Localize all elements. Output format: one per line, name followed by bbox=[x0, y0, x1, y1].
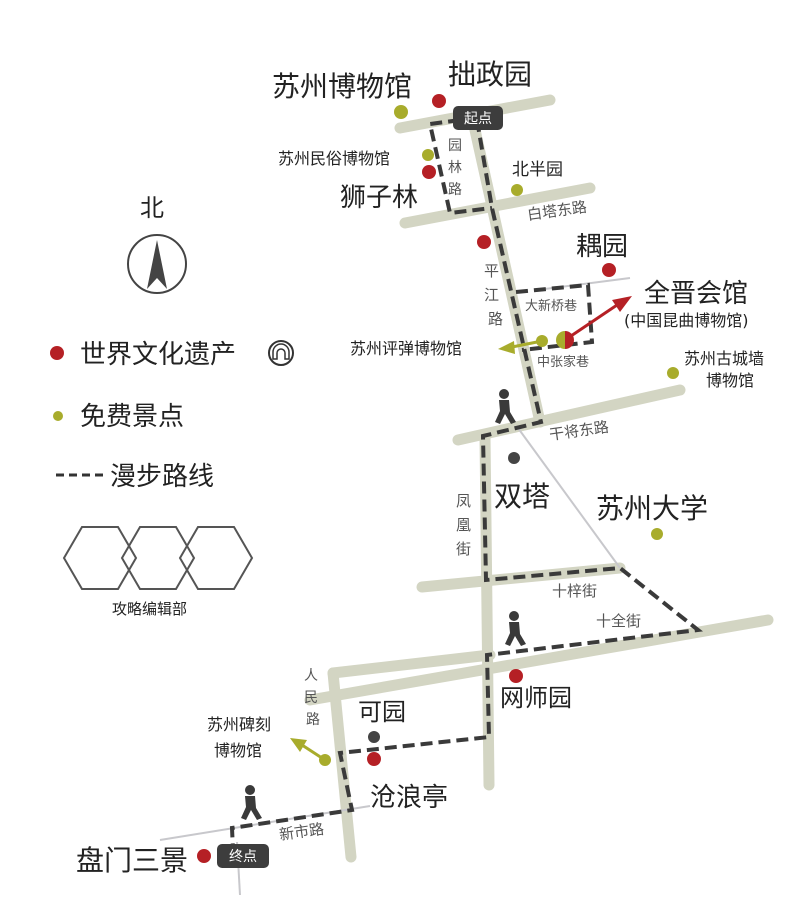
road-label-yuanlin-2: 林 bbox=[448, 160, 462, 176]
north-label: 北 bbox=[140, 194, 164, 222]
panmen-label: 盘门三景 bbox=[76, 844, 188, 877]
master-nets-garden-label: 网师园 bbox=[500, 684, 572, 712]
world-heritage-emblem-icon bbox=[268, 340, 294, 366]
pingtan-arrowhead-icon bbox=[498, 341, 515, 354]
pingjiang-heritage-dot[interactable] bbox=[477, 235, 491, 249]
hexagon-icon bbox=[120, 526, 196, 590]
beiban-garden-label: 北半园 bbox=[512, 160, 563, 180]
end-label: 终点 bbox=[229, 849, 257, 865]
ou-garden-label: 耦园 bbox=[576, 232, 628, 262]
route-main bbox=[229, 119, 704, 851]
road-label-fenghuang: 凤 bbox=[456, 492, 471, 510]
stele-museum-label-1: 苏州碑刻 bbox=[207, 715, 271, 734]
walker-icon bbox=[495, 389, 516, 424]
soochow-university-label: 苏州大学 bbox=[596, 492, 708, 525]
hexagon-icon bbox=[62, 526, 138, 590]
quanjin-guild-label: 全晋会馆 bbox=[644, 279, 748, 309]
ke-garden-label: 可园 bbox=[358, 698, 406, 726]
road-label-fenghuang-3: 街 bbox=[456, 540, 471, 558]
beiban-garden-dot[interactable] bbox=[511, 184, 523, 196]
place-labels: 苏州博物馆 拙政园 苏州民俗博物馆 狮子林 北半园 耦园 全晋会馆 (中国昆曲博… bbox=[76, 58, 764, 877]
credit-logo bbox=[62, 526, 254, 590]
end-badge[interactable]: 终点 bbox=[217, 844, 269, 868]
zhuozheng-garden-dot[interactable] bbox=[432, 94, 446, 108]
legend-heritage-label: 世界文化遗产 bbox=[80, 340, 236, 370]
pingtan-museum-dot[interactable] bbox=[536, 335, 548, 347]
lane-diagonal bbox=[517, 427, 621, 569]
lion-grove-label: 狮子林 bbox=[340, 183, 418, 213]
lane-ou bbox=[536, 277, 631, 291]
stele-museum-dot[interactable] bbox=[319, 754, 331, 766]
credit-label: 攻略编辑部 bbox=[112, 600, 187, 618]
city-wall-museum-dot[interactable] bbox=[667, 367, 679, 379]
legend-heritage-dot bbox=[50, 346, 64, 360]
road-label-shizi: 十梓街 bbox=[552, 582, 597, 600]
legend-free-dot bbox=[53, 411, 63, 421]
legend-route-label: 漫步路线 bbox=[110, 462, 214, 492]
canglang-pavilion-dot[interactable] bbox=[367, 752, 381, 766]
suzhou-museum-label: 苏州博物馆 bbox=[272, 70, 412, 103]
walker-icon bbox=[241, 785, 262, 820]
road-label-zhongzhangjia: 中张家巷 bbox=[537, 354, 589, 370]
canglang-pavilion-label: 沧浪亭 bbox=[370, 783, 448, 813]
road-label-pingjiang-2: 江 bbox=[484, 286, 499, 304]
start-label: 起点 bbox=[464, 111, 492, 127]
lion-grove-dot[interactable] bbox=[422, 165, 436, 179]
road-label-renmin-3: 路 bbox=[306, 712, 320, 728]
city-wall-museum-label-2: 博物馆 bbox=[706, 371, 754, 390]
quanjin-arrow bbox=[564, 301, 621, 342]
quanjin-dot-free-half[interactable] bbox=[556, 331, 565, 349]
road-label-shiquan: 十全街 bbox=[596, 612, 641, 630]
quanjin-dot-heritage-half[interactable] bbox=[565, 331, 574, 349]
road-label-pingjiang-3: 路 bbox=[488, 310, 503, 328]
compass-ring bbox=[127, 234, 187, 294]
ou-garden-dot[interactable] bbox=[602, 263, 616, 277]
road-label-yuanlin: 园 bbox=[448, 138, 462, 154]
start-badge[interactable]: 起点 bbox=[453, 106, 503, 130]
road-ganjiang-east bbox=[452, 384, 686, 446]
legend-free-label: 免费景点 bbox=[80, 402, 184, 432]
walker-icon bbox=[505, 611, 526, 646]
road-label-yuanlin-3: 路 bbox=[448, 182, 462, 198]
suzhou-museum-dot[interactable] bbox=[394, 105, 408, 119]
legend: 世界文化遗产 免费景点 漫步路线 bbox=[50, 340, 294, 492]
road-label-xinshi: 新市路 bbox=[278, 820, 325, 844]
stele-museum-label-2: 博物馆 bbox=[214, 741, 262, 760]
twin-pagodas-dot[interactable] bbox=[508, 452, 520, 464]
route-lane-loop bbox=[515, 282, 595, 352]
road-label-renmin-2: 民 bbox=[304, 690, 318, 706]
road-baita-east bbox=[399, 182, 596, 229]
quanjin-arrowhead-icon bbox=[612, 296, 632, 312]
hexagon-icon bbox=[178, 526, 254, 590]
road-renmin-top bbox=[327, 649, 496, 679]
road-shiquan bbox=[304, 614, 774, 706]
road-label-pingjiang: 平 bbox=[484, 262, 499, 280]
compass: 北 bbox=[127, 194, 187, 294]
master-nets-garden-dot[interactable] bbox=[509, 669, 523, 683]
ke-garden-dot[interactable] bbox=[368, 731, 380, 743]
poi-dots bbox=[197, 94, 679, 863]
city-wall-museum-label-1: 苏州古城墙 bbox=[684, 349, 764, 368]
road-label-fenghuang-2: 凰 bbox=[456, 516, 471, 534]
pingtan-museum-label: 苏州评弹博物馆 bbox=[350, 339, 462, 358]
north-arrow-icon bbox=[147, 240, 167, 289]
route-yuanlin-loop bbox=[427, 118, 493, 216]
zhuozheng-garden-label: 拙政园 bbox=[448, 58, 532, 91]
kunqu-museum-label: (中国昆曲博物馆) bbox=[624, 311, 749, 330]
road-label-renmin: 人 bbox=[304, 668, 318, 684]
twin-pagodas-label: 双塔 bbox=[494, 480, 550, 513]
walking-route bbox=[229, 118, 704, 851]
road-renmin bbox=[327, 667, 357, 863]
stele-arrowhead-icon bbox=[290, 738, 307, 752]
folk-museum-dot[interactable] bbox=[422, 149, 434, 161]
folk-museum-label: 苏州民俗博物馆 bbox=[278, 149, 390, 168]
soochow-university-dot[interactable] bbox=[651, 528, 663, 540]
panmen-dot[interactable] bbox=[197, 849, 211, 863]
road-label-daxinqiao: 大新桥巷 bbox=[525, 298, 577, 314]
